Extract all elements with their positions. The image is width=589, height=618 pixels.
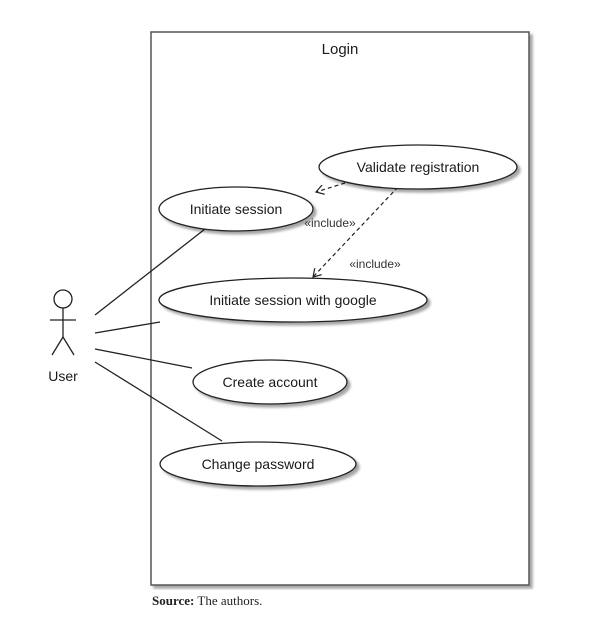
use-case-validate-registration: Validate registration <box>318 144 518 190</box>
use-case-label: Initiate session <box>190 201 283 217</box>
use-case-label: Change password <box>202 456 315 472</box>
system-title: Login <box>322 41 359 58</box>
use-case-diagram: Login User «include» «include» Validate … <box>48 31 530 586</box>
use-case-change-password: Change password <box>159 441 357 487</box>
include-label-2: «include» <box>349 257 401 271</box>
include-label-1: «include» <box>304 216 356 230</box>
actor-head <box>53 289 73 309</box>
use-case-label: Create account <box>223 374 318 390</box>
actor-user <box>50 289 76 356</box>
use-case-create-account: Create account <box>192 359 348 405</box>
figure-caption: Source: The authors. <box>152 593 262 609</box>
actor-right-leg <box>62 336 75 356</box>
use-case-initiate-session-google: Initiate session with google <box>158 277 428 323</box>
association-change-password <box>94 361 223 442</box>
association-initiate-session-google <box>94 321 161 334</box>
association-initiate-session <box>94 228 206 316</box>
association-create-account <box>94 348 193 369</box>
caption-source-text: The authors. <box>197 593 263 608</box>
use-case-label: Initiate session with google <box>209 292 377 308</box>
use-case-label: Validate registration <box>357 159 480 175</box>
include-arrow-to-initiate-session <box>316 182 346 192</box>
actor-label: User <box>48 368 78 384</box>
actor-left-leg <box>51 336 64 356</box>
caption-source-label: Source: <box>152 593 195 608</box>
use-case-initiate-session: Initiate session <box>158 186 314 232</box>
